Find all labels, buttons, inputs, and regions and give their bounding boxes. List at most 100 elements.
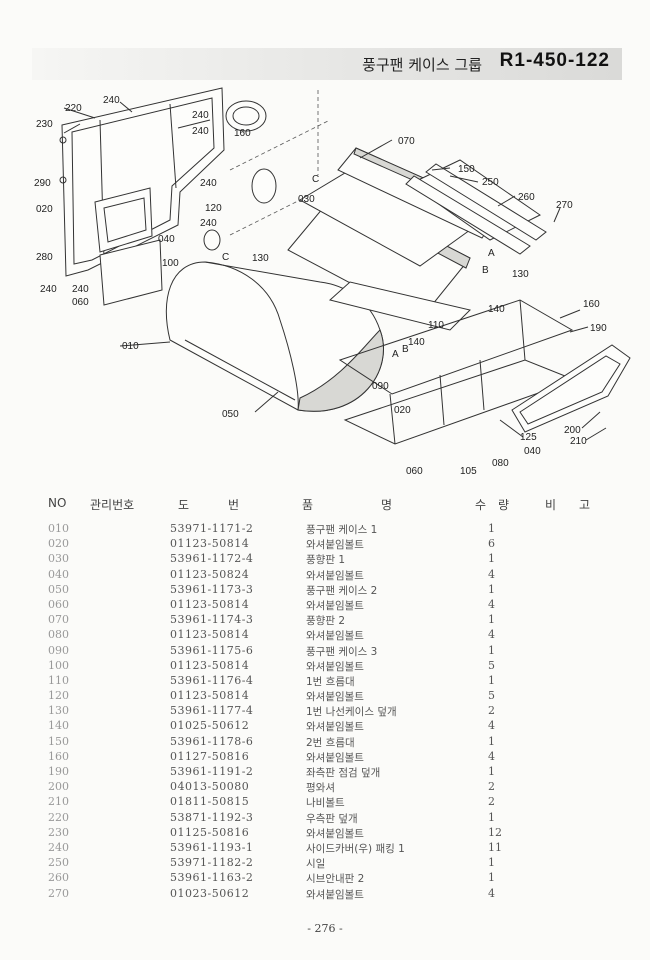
diagram-label: B	[402, 344, 409, 355]
table-header: NO 관리번호 도 번 품 명 수 량 비 고	[0, 496, 650, 516]
part-name: 와셔붙임볼트	[306, 599, 364, 612]
diagram-label: 125	[520, 432, 537, 443]
part-name: 와셔붙임볼트	[306, 539, 364, 552]
part-no: 230	[48, 825, 69, 839]
part-name: 풍구팬 케이스 2	[306, 584, 378, 597]
diagram-label: 110	[428, 320, 444, 331]
col-name-b: 명	[381, 498, 393, 512]
part-name: 평와셔	[306, 782, 335, 795]
diagram-label: 240	[192, 126, 209, 137]
quantity: 4	[488, 597, 495, 611]
diagram-label: 030	[298, 194, 315, 205]
diagram-label: 040	[158, 234, 175, 245]
diagram-label: 290	[34, 178, 51, 189]
part-name: 풍향판 2	[306, 615, 345, 628]
part-name: 시브안내판 2	[306, 873, 365, 886]
part-no: 160	[48, 749, 69, 763]
quantity: 1	[488, 582, 495, 596]
diagram-label: 020	[36, 204, 53, 215]
drawing-no: 53961-1173-3	[170, 582, 254, 596]
part-no: 120	[48, 689, 69, 703]
drawing-no: 53961-1176-4	[170, 673, 254, 687]
col-name-a: 품	[302, 498, 314, 512]
drawing-no: 53971-1182-2	[170, 856, 254, 870]
drawing-no: 53961-1191-2	[170, 765, 254, 778]
part-no: 090	[48, 643, 69, 657]
diagram-label: 250	[482, 177, 499, 188]
part-no: 040	[48, 567, 69, 581]
part-no: 130	[48, 704, 69, 718]
quantity: 4	[488, 749, 495, 763]
drawing-no: 01025-50612	[170, 719, 250, 733]
part-no: 150	[48, 734, 69, 748]
part-name: 와셔붙임볼트	[306, 630, 364, 643]
diagram-label: 060	[72, 297, 89, 308]
header-bar: 풍구팬 케이스 그룹 R1-450-122	[32, 48, 622, 80]
diagram-label: 100	[162, 258, 179, 269]
table-row: 050 53961-1173-3 풍구팬 케이스 2 1	[0, 583, 650, 598]
part-name: 와셔붙임볼트	[306, 691, 364, 704]
diagram-label: B	[482, 265, 489, 276]
part-no: 220	[48, 810, 69, 824]
drawing-no: 01023-50612	[170, 886, 250, 900]
part-no: 060	[48, 597, 69, 611]
part-no: 140	[48, 719, 69, 733]
diagram-label: 240	[200, 218, 217, 229]
diagram-label: 160	[583, 299, 600, 310]
part-no: 010	[48, 522, 69, 535]
part-no: 200	[48, 780, 69, 794]
drawing-no: 53961-1178-6	[170, 734, 254, 748]
part-no: 050	[48, 582, 69, 596]
diagram-label: 200	[564, 425, 581, 436]
part-name: 와셔붙임볼트	[306, 827, 364, 840]
drawing-no: 01123-50814	[170, 537, 250, 551]
part-name: 풍구팬 케이스 1	[306, 524, 378, 536]
part-no: 020	[48, 537, 69, 551]
part-no: 260	[48, 871, 69, 885]
diagram-label: 050	[222, 409, 239, 420]
col-qty-a: 수	[475, 498, 487, 512]
col-drawing-a: 도	[178, 498, 190, 512]
quantity: 1	[488, 673, 495, 687]
diagram-label: 130	[512, 269, 529, 280]
group-title: 풍구팬 케이스 그룹	[362, 56, 482, 74]
drawing-no: 53961-1193-1	[170, 840, 254, 854]
col-qty-b: 량	[498, 498, 510, 512]
quantity: 1	[488, 734, 495, 748]
diagram-label: 230	[36, 119, 53, 130]
quantity: 4	[488, 567, 495, 581]
part-name: 우측판 덮개	[306, 812, 358, 825]
diagram-label: 240	[72, 284, 89, 295]
diagram-label: 220	[65, 103, 82, 114]
diagram-label: 120	[205, 203, 222, 214]
diagram-label: 080	[492, 458, 509, 469]
exploded-parts-diagram: 220 240 230 240 240 160 290 240 020 120 …	[34, 87, 631, 477]
drawing-no: 01811-50815	[170, 795, 250, 809]
drawing-no: 01123-50824	[170, 567, 250, 581]
drawing-no: 53961-1177-4	[170, 704, 254, 718]
quantity: 5	[488, 658, 495, 672]
page-number: - 276 -	[307, 922, 343, 935]
diagram-label: 270	[556, 200, 573, 211]
part-no: 100	[48, 658, 69, 672]
drawing-no: 01123-50814	[170, 689, 250, 703]
part-name: 와셔붙임볼트	[306, 660, 364, 673]
diagram-label: 140	[488, 304, 505, 315]
part-name: 1번 흐름대	[306, 675, 355, 688]
quantity: 1	[488, 613, 495, 627]
